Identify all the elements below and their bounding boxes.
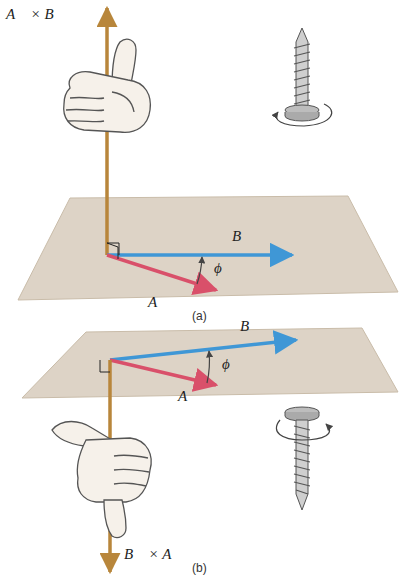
vector-product-label: B⃗ × A⃗ bbox=[122, 546, 185, 563]
panel-label: (a) bbox=[190, 310, 209, 324]
plane bbox=[22, 328, 398, 398]
vector-a bbox=[110, 360, 216, 385]
screw bbox=[276, 28, 331, 126]
vector-label: B⃗ bbox=[238, 318, 263, 335]
panel-label: (b) bbox=[190, 562, 209, 576]
right-hand bbox=[64, 39, 151, 132]
vector-label: B⃗ bbox=[230, 228, 255, 245]
vector-product-label: A⃗ × B⃗ bbox=[4, 6, 67, 23]
vector-a bbox=[107, 255, 216, 290]
screw bbox=[276, 407, 329, 510]
plane bbox=[18, 196, 398, 300]
right-angle-mark bbox=[100, 360, 110, 372]
angle-arc bbox=[207, 351, 209, 383]
angle-arc bbox=[197, 257, 202, 284]
vector-label: A⃗ bbox=[176, 388, 201, 405]
vector-b bbox=[107, 253, 292, 257]
right-hand bbox=[52, 422, 151, 538]
vector-label: A⃗ bbox=[146, 294, 171, 311]
angle-label: ϕ bbox=[220, 356, 232, 373]
vector-b bbox=[110, 340, 296, 360]
right-angle-mark bbox=[107, 243, 118, 259]
angle-label: ϕ bbox=[212, 260, 224, 277]
